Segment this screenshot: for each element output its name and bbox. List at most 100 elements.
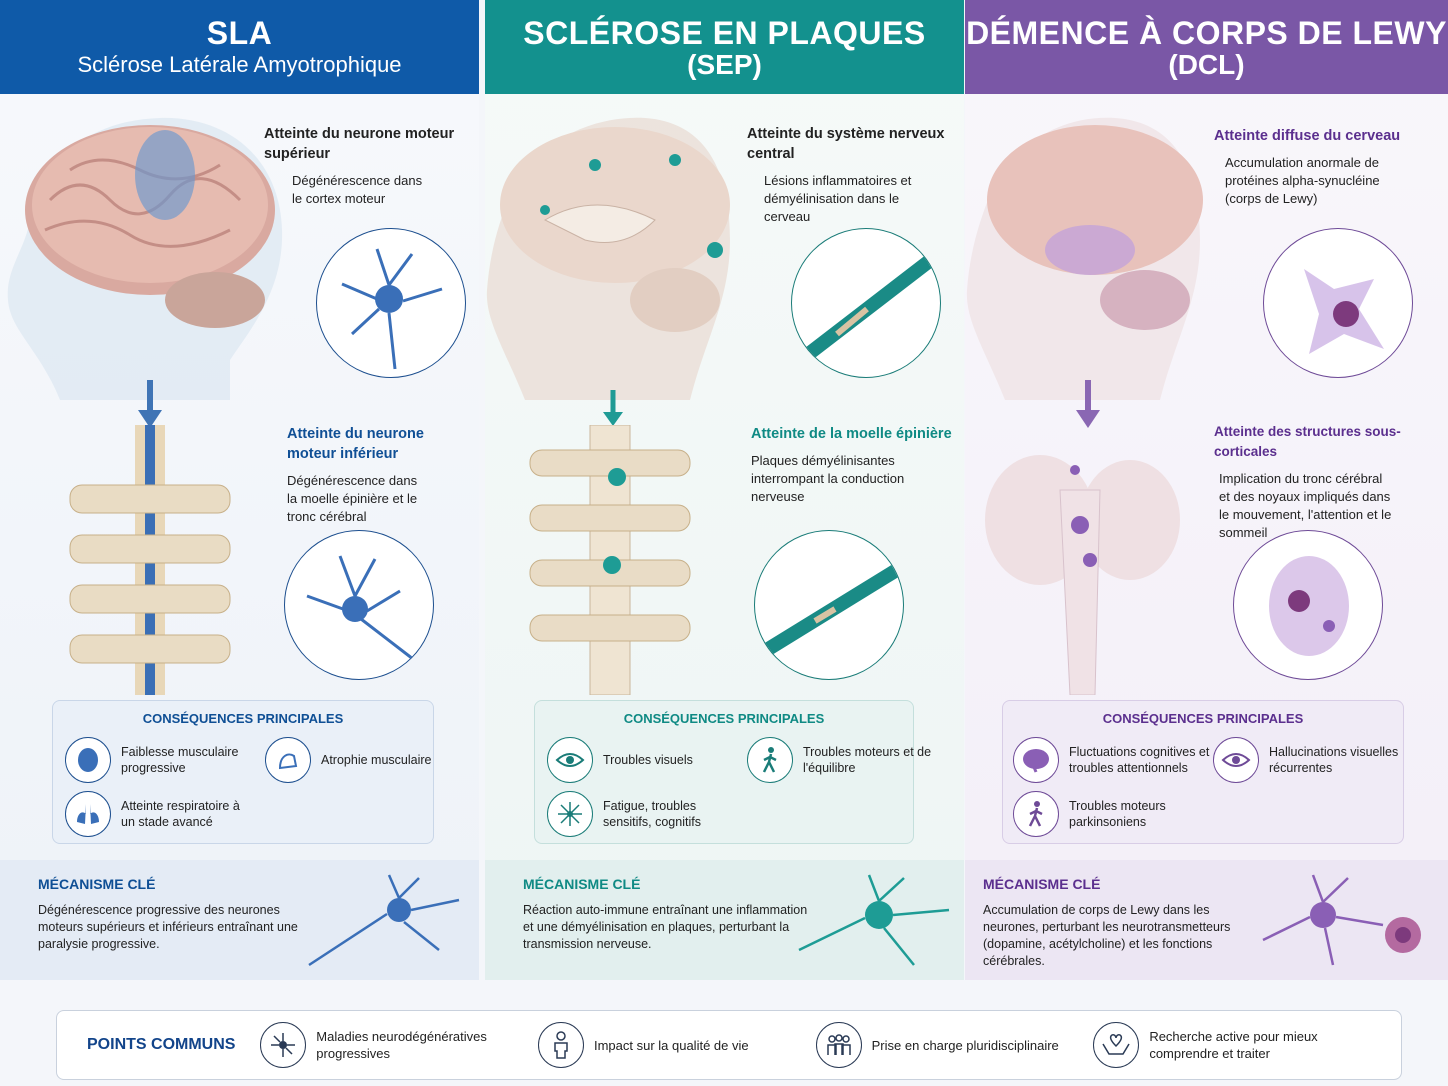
common-point-item: Recherche active pour mieux comprendre e… (1093, 1022, 1371, 1068)
dcl-callout-upper-text: Accumulation anormale de protéines alpha… (1225, 155, 1380, 206)
dcl-mechanism-text: Accumulation de corps de Lewy dans les n… (983, 903, 1231, 968)
sla-consequence-label: Atrophie musculaire (321, 753, 432, 767)
sla-consequence-label: Atteinte respiratoire à un stade avancé (121, 799, 240, 829)
sep-consequence-label: Troubles visuels (603, 753, 693, 767)
sep-callout-lower: Atteinte de la moelle épinière Plaques d… (751, 424, 961, 506)
lewy-body-cell-icon (1269, 556, 1349, 656)
neuron-icon (308, 874, 460, 967)
neuron-icon (1262, 874, 1421, 966)
sep-callout-lower-text: Plaques démyélinisantes interrompant la … (751, 453, 905, 504)
eye-icon (1213, 737, 1259, 783)
neuron-icon (260, 1022, 307, 1068)
down-arrow-icon (603, 390, 623, 426)
sla-callout-upper-title: Atteinte du neurone moteur supérieur (264, 126, 455, 162)
common-point-label: Maladies neurodégénératives progressives (316, 1029, 487, 1061)
walking-icon (747, 737, 793, 783)
sla-spine-illustration (69, 425, 231, 695)
dcl-consequence-label: Troubles moteurs parkinsoniens (1069, 799, 1166, 829)
sla-callout-lower-title: Atteinte du neurone moteur inférieur (287, 426, 424, 462)
sla-lower-neuron-circle (284, 530, 434, 680)
sep-mechanism-text: Réaction auto-immune entraînant une infl… (523, 903, 808, 951)
heart-hands-icon (1093, 1022, 1140, 1068)
sep-callout-upper-text: Lésions inflammatoires et démyélinisatio… (764, 173, 912, 224)
dcl-callout-lower: Atteinte des structures sous-corticales … (1214, 422, 1444, 542)
common-point-item: Maladies neurodégénératives progressives (260, 1022, 538, 1068)
sep-consequence-item: Troubles moteurs et de l'équilibre (747, 737, 937, 783)
sep-spine-illustration (529, 425, 691, 695)
dcl-callout-upper: Atteinte diffuse du cerveau Accumulation… (1214, 126, 1439, 208)
sep-consequence-item: Troubles visuels (547, 737, 737, 783)
dcl-consequences-title: CONSÉQUENCES PRINCIPALES (1102, 711, 1304, 726)
dcl-consequence-item: Hallucinations visuelles récurrentes (1213, 737, 1403, 783)
dcl-column: DÉMENCE À CORPS DE LEWY (DCL) Atteinte d… (965, 0, 1448, 980)
axon-icon (795, 252, 939, 366)
sla-callout-upper: Atteinte du neurone moteur supérieur Dég… (264, 124, 469, 208)
dcl-consequence-label: Hallucinations visuelles récurrentes (1269, 745, 1399, 775)
dcl-head-brain-illustration (966, 117, 1203, 400)
person-icon (537, 1022, 584, 1068)
sep-mechanism-title: MÉCANISME CLÉ (523, 876, 641, 892)
sla-consequence-label: Faiblesse musculaire progressive (121, 745, 239, 775)
sla-consequence-item: Faiblesse musculaire progressive (65, 737, 255, 783)
sep-callout-upper: Atteinte du système nerveux central Lési… (747, 124, 957, 226)
dcl-brainstem-circle (1233, 530, 1383, 680)
down-arrow-icon (138, 380, 162, 428)
dcl-consequence-item: Troubles moteurs parkinsoniens (1013, 791, 1203, 837)
sla-column: SLA Sclérose Latérale Amyotrophique Atte… (0, 0, 479, 980)
dcl-mechanism: MÉCANISME CLÉ Accumulation de corps de L… (965, 860, 1448, 980)
sla-mechanism-text: Dégénérescence progressive des neurones … (38, 903, 298, 951)
sep-consequence-item: Fatigue, troubles sensitifs, cognitifs (547, 791, 737, 837)
sep-title: SCLÉROSE EN PLAQUES (523, 15, 926, 51)
common-point-label: Prise en charge pluridisciplinaire (871, 1037, 1059, 1053)
dcl-brainstem-illustration (985, 455, 1180, 695)
dcl-consequences-box: CONSÉQUENCES PRINCIPALES Fluctuations co… (1002, 700, 1404, 844)
common-points-bar: POINTS COMMUNS Maladies neurodégénérativ… (56, 1010, 1402, 1080)
sep-consequences-title: CONSÉQUENCES PRINCIPALES (623, 711, 825, 726)
sla-title: SLA (206, 15, 273, 51)
common-point-item: Prise en charge pluridisciplinaire (815, 1022, 1094, 1068)
sla-mechanism-title: MÉCANISME CLÉ (38, 876, 156, 892)
sla-consequences-title: CONSÉQUENCES PRINCIPALES (142, 711, 344, 726)
eye-icon (547, 737, 593, 783)
sla-neuron-circle (316, 228, 466, 378)
sep-mechanism: MÉCANISME CLÉ Réaction auto-immune entra… (485, 860, 964, 980)
common-points-title: POINTS COMMUNS (87, 1036, 236, 1053)
sla-mechanism: MÉCANISME CLÉ Dégénérescence progressive… (0, 860, 479, 980)
sla-callout-upper-text: Dégénérescence dans le cortex moteur (292, 173, 423, 206)
dcl-mechanism-title: MÉCANISME CLÉ (983, 876, 1101, 892)
sla-consequence-item: Atteinte respiratoire à un stade avancé (65, 791, 255, 837)
dcl-callout-lower-text: Implication du tronc cérébral et des noy… (1219, 471, 1392, 540)
lungs-icon (65, 791, 111, 837)
down-arrow-icon (1076, 380, 1100, 428)
sep-header: SCLÉROSE EN PLAQUES (SEP) (485, 0, 964, 94)
sla-head-brain-illustration (7, 117, 283, 401)
sep-subtitle: (SEP) (687, 49, 762, 80)
sla-consequences-box: CONSÉQUENCES PRINCIPALES Faiblesse muscu… (52, 700, 434, 844)
sla-callout-lower: Atteinte du neurone moteur inférieur Dég… (287, 424, 472, 526)
team-icon (815, 1022, 862, 1068)
axon-icon (758, 564, 902, 658)
common-point-label: Impact sur la qualité de vie (593, 1037, 749, 1053)
dcl-title: DÉMENCE À CORPS DE LEWY (966, 15, 1447, 51)
sep-callout-lower-title: Atteinte de la moelle épinière (751, 426, 952, 442)
sep-head-brain-illustration (486, 117, 730, 400)
sep-column: SCLÉROSE EN PLAQUES (SEP) Atteinte du sy… (485, 0, 964, 980)
brain-icon (1013, 737, 1059, 783)
sep-consequences-box: CONSÉQUENCES PRINCIPALES Troubles visuel… (534, 700, 931, 844)
neuron-icon (798, 874, 950, 966)
dcl-consequence-label: Fluctuations cognitives et troubles atte… (1069, 745, 1210, 775)
neuron-icon (341, 248, 443, 370)
sla-subtitle: Sclérose Latérale Amyotrophique (77, 52, 402, 77)
sla-header: SLA Sclérose Latérale Amyotrophique (0, 0, 479, 94)
sep-axon-circle (791, 228, 941, 378)
dcl-consequence-item: Fluctuations cognitives et troubles atte… (1013, 737, 1213, 783)
sep-callout-upper-title: Atteinte du système nerveux central (747, 126, 945, 162)
sla-callout-lower-text: Dégénérescence dans la moelle épinière e… (287, 473, 418, 524)
common-point-label: Recherche active pour mieux comprendre e… (1149, 1029, 1318, 1061)
dcl-header: DÉMENCE À CORPS DE LEWY (DCL) (965, 0, 1448, 94)
sla-consequence-item: Atrophie musculaire (265, 737, 455, 783)
sep-axon-lower-circle (754, 530, 904, 680)
nerve-icon (547, 791, 593, 837)
common-point-item: Impact sur la qualité de vie (537, 1022, 816, 1068)
dcl-cell-circle (1263, 228, 1413, 378)
